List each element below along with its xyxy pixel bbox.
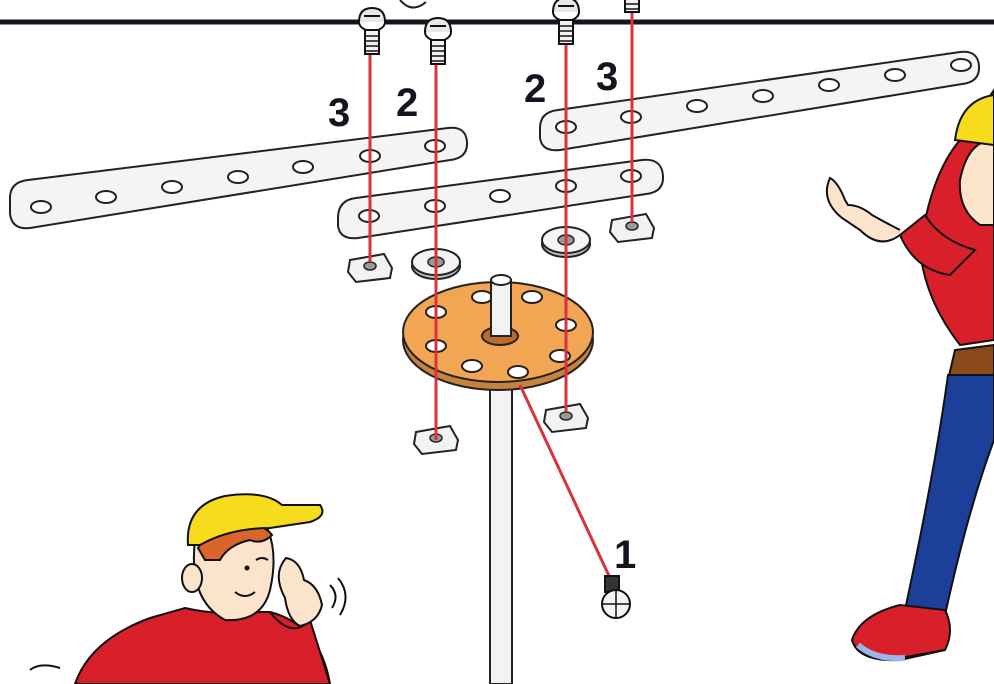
- callout-number: 2: [396, 81, 418, 125]
- grub-screw-icon: [602, 576, 630, 618]
- callout-number: 3: [596, 55, 618, 99]
- bolt-icon: [425, 18, 451, 64]
- callout-number: 1: [614, 533, 636, 577]
- boy-pointing-illustration: [827, 90, 994, 660]
- bolt-icon: [359, 8, 385, 54]
- boy-thinking-illustration: [30, 494, 346, 684]
- cropped-part-top: [400, 0, 426, 8]
- bolt-icon: [625, 0, 639, 12]
- callout-number: 3: [328, 91, 350, 135]
- axle-rod: [490, 372, 512, 684]
- callout-number: 2: [524, 67, 546, 111]
